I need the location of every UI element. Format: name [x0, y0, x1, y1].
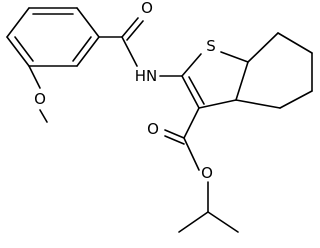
- amide-nh-label: HN: [135, 67, 158, 85]
- atom-labels: O HN S O O O: [34, 0, 216, 182]
- carbonyl-oxygen-label: O: [141, 0, 153, 17]
- methoxy-bonds: [28, 65, 48, 123]
- benzene-ring: [6, 7, 100, 67]
- methoxy-oxygen-label: O: [34, 90, 46, 108]
- amide-bonds: [98, 17, 183, 77]
- ester-carbonyl-oxygen-label: O: [147, 120, 159, 138]
- thiophene-ring: [181, 51, 249, 109]
- sulfur-label: S: [206, 37, 216, 55]
- ester-bonds: [164, 107, 239, 233]
- cyclohexene-ring: [235, 32, 313, 109]
- ester-oxygen-label: O: [201, 164, 213, 182]
